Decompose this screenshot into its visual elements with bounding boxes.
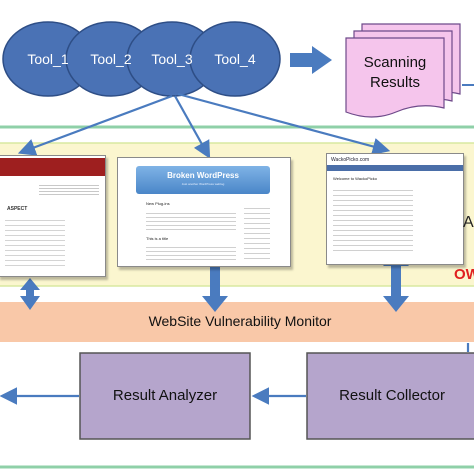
wp-post-body-2 — [146, 244, 236, 260]
wp3-nav — [327, 165, 463, 171]
wp-post-title-2: This is a title — [146, 236, 169, 241]
result-collector-label: Result Collector — [339, 387, 445, 404]
wp-header — [136, 166, 270, 194]
result-collector-box — [306, 352, 474, 440]
tool-label-2: Tool_2 — [90, 51, 132, 67]
scanning-results-line1: Scanning — [363, 54, 427, 71]
site1-text-block — [39, 183, 99, 197]
wp-post-body-1 — [146, 210, 236, 232]
site-screenshot-1: ASPECT — [0, 155, 106, 277]
arrow-tool-to-site-3 — [177, 92, 391, 156]
scan-doc-front — [345, 37, 445, 118]
wp-post-title-1: New Plug-ins — [146, 201, 170, 206]
site-screenshot-3: WackoPicko.com Welcome to WackoPicko — [326, 153, 464, 265]
owasp-fragment: OW — [454, 266, 474, 283]
result-analyzer-box — [79, 352, 251, 440]
tool-label-1: Tool_1 — [27, 51, 69, 67]
tool-ellipse-4 — [189, 21, 281, 97]
double-arrow-site-3 — [383, 252, 409, 312]
monitor-label: WebSite Vulnerability Monitor — [148, 313, 332, 329]
wp-title: Broken WordPress — [167, 171, 239, 180]
arrow-tools-to-results — [290, 46, 332, 74]
arrow-tool-to-site-1 — [17, 94, 173, 156]
tool-label-4: Tool_4 — [214, 51, 256, 67]
scanning-results-line2: Results — [369, 74, 421, 91]
wp3-header-label: WackoPicko.com — [331, 157, 370, 163]
site1-banner — [0, 158, 105, 176]
wp3-welcome: Welcome to WackoPicko — [333, 176, 378, 181]
arrow-tool-to-site-2 — [174, 95, 211, 159]
wp-subtitle: Just another WordPress weblog — [181, 182, 225, 186]
site1-lines — [5, 216, 65, 266]
wp3-lines — [333, 186, 413, 252]
site-screenshot-2: Broken WordPress Just another WordPress … — [117, 157, 291, 267]
site1-logo: ASPECT — [7, 206, 28, 212]
double-arrow-site-1 — [20, 278, 40, 310]
tool-label-3: Tool_3 — [151, 51, 193, 67]
wp-sidebar — [244, 204, 270, 260]
scanning-results-label: Scanning Results — [346, 53, 444, 93]
result-analyzer-label: Result Analyzer — [112, 387, 218, 404]
side-letter: A — [463, 214, 474, 231]
double-arrow-site-2 — [202, 252, 228, 312]
